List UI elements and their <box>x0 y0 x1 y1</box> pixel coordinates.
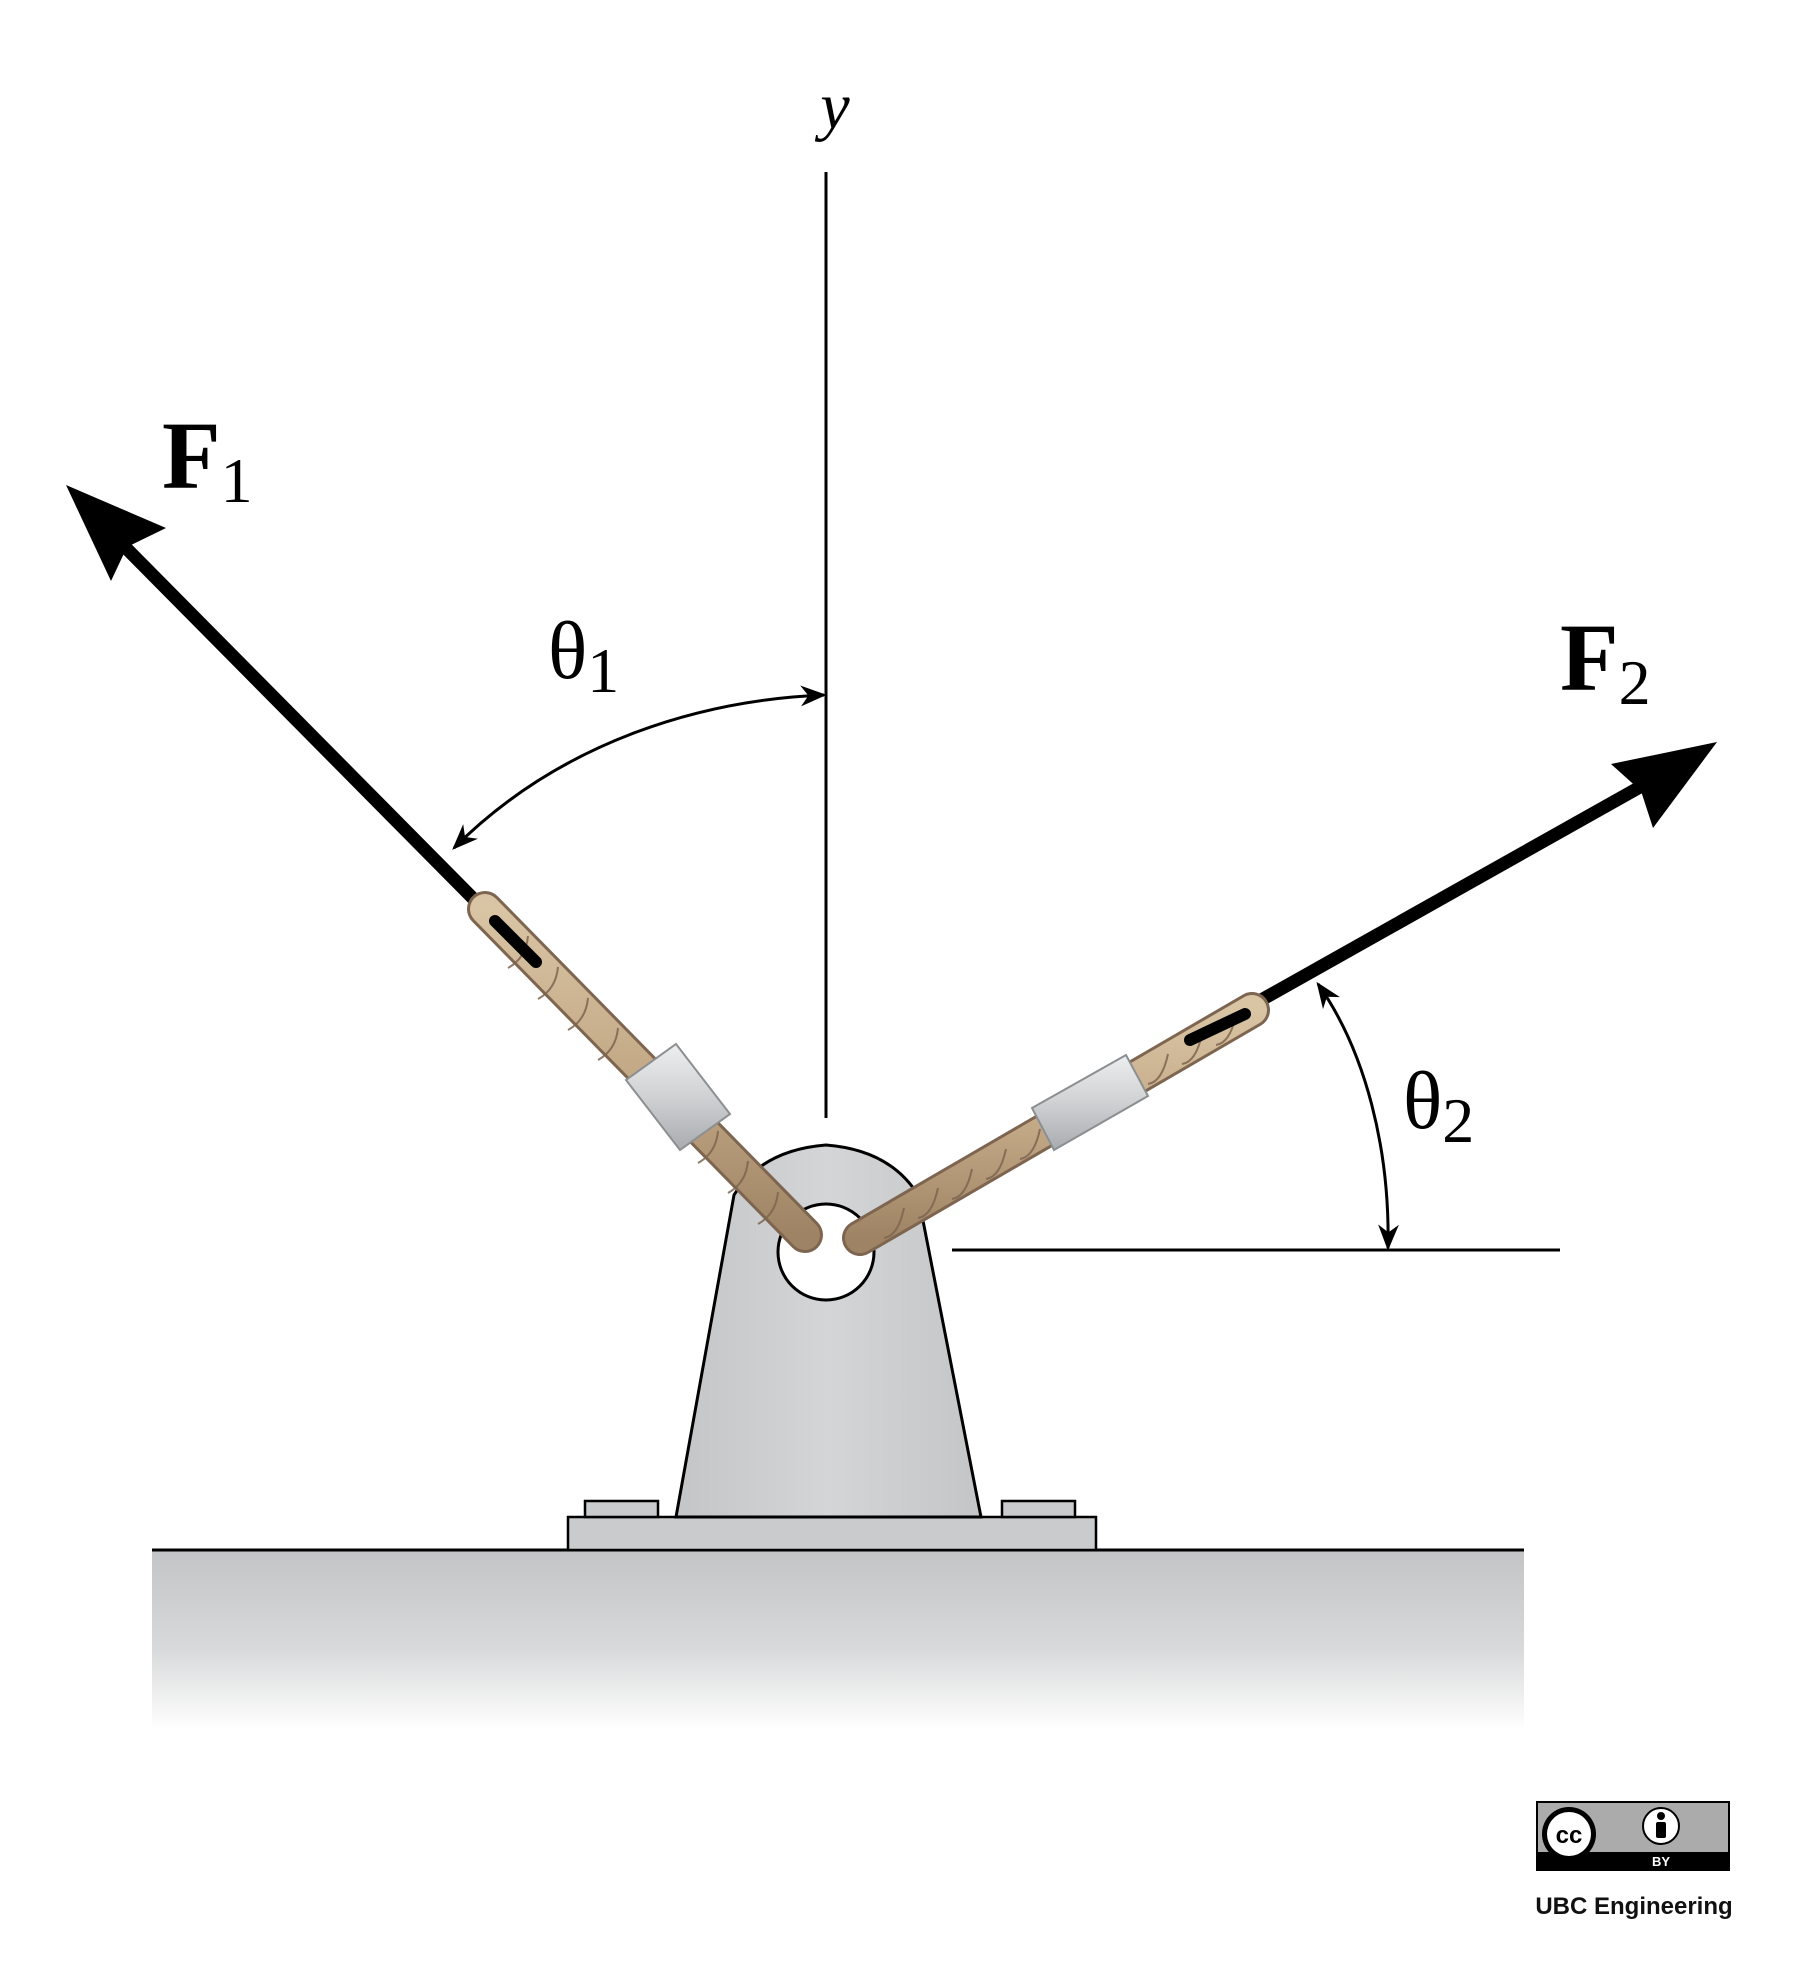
force-f1-label: F1 <box>162 402 253 516</box>
rope-1-sleeve <box>624 1042 732 1152</box>
force-f2-arrow <box>1183 742 1717 1047</box>
rope-2-sleeve <box>1030 1053 1150 1152</box>
ground <box>152 1548 1524 1730</box>
theta1-label: θ1 <box>548 605 619 706</box>
force-f2-label: F2 <box>1560 604 1651 718</box>
force-f1-arrow <box>66 485 543 969</box>
theta2-arc <box>1316 981 1399 1251</box>
credit-label: UBC Engineering <box>1535 1893 1732 1920</box>
y-axis-label: y <box>814 70 850 143</box>
attribution-person-icon <box>1642 1807 1680 1845</box>
base-plate <box>566 1499 1098 1552</box>
cc-by-badge[interactable]: cc BY <box>1536 1801 1730 1871</box>
svg-text:cc: cc <box>1556 1822 1583 1849</box>
rope-2 <box>842 992 1270 1256</box>
rope-1 <box>467 891 823 1253</box>
svg-text:BY: BY <box>1652 1854 1670 1869</box>
theta2-label: θ2 <box>1403 1055 1474 1156</box>
creative-commons-icon: cc <box>1542 1807 1596 1861</box>
theta1-arc <box>452 685 827 850</box>
